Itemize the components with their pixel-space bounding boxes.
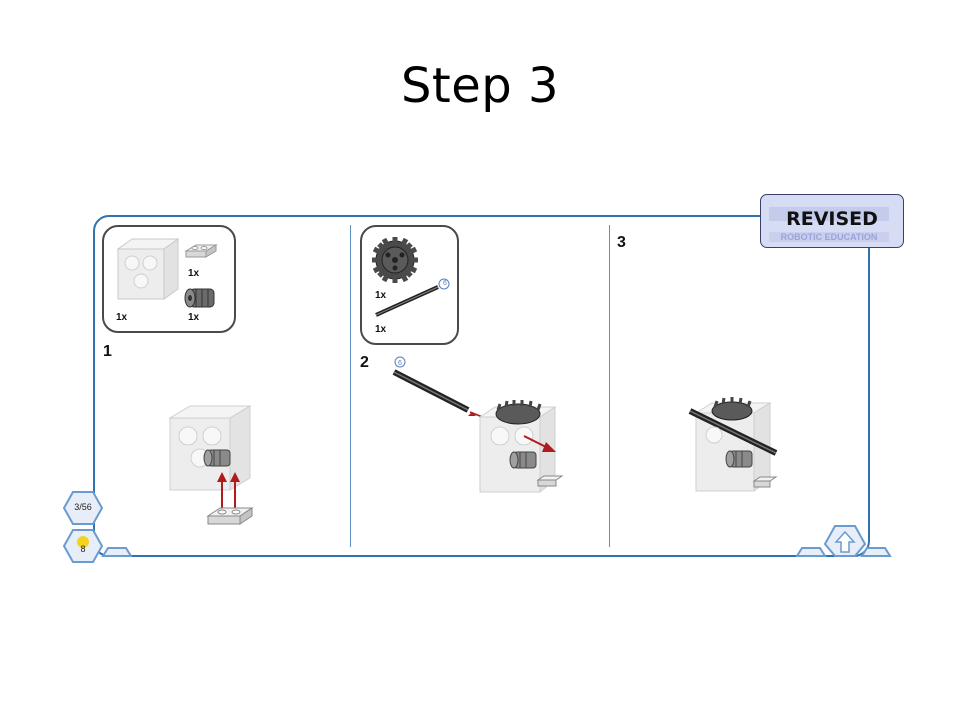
axle-icon	[392, 369, 470, 413]
panel-divider-1	[350, 225, 351, 547]
axle-length-label: 6	[443, 280, 447, 287]
watermark-logo: ROBOTIC EDUCATION	[769, 207, 889, 242]
part-qty-plate: 1x	[188, 268, 200, 279]
tile-plate-icon	[206, 507, 254, 525]
insert-arrow-icon	[217, 472, 240, 510]
parts-list-1: 1x 1x 1x	[102, 225, 236, 333]
bush-icon	[725, 450, 753, 468]
parts-list-2: 1x 6 1x	[360, 225, 459, 345]
assembly-illustration-2: 6	[392, 356, 564, 494]
tile-plate-icon	[184, 244, 218, 258]
gear-brick-icon	[116, 238, 180, 300]
axle-icon	[375, 278, 450, 317]
up-arrow-icon[interactable]	[823, 524, 867, 557]
nav-hex-icon[interactable]	[62, 528, 104, 564]
page-counter: 3/56	[74, 502, 92, 512]
gear-24-icon	[711, 397, 753, 421]
nav-hex-icon[interactable]	[62, 490, 104, 526]
revised-badge: ROBOTIC EDUCATION REVISED	[760, 194, 904, 248]
insert-arrow-icon	[523, 435, 556, 452]
nav-hex-icon[interactable]	[860, 546, 892, 558]
svg-text:6: 6	[398, 360, 402, 367]
nav-hex-icon[interactable]	[101, 546, 133, 558]
part-qty-axle: 1x	[375, 324, 387, 335]
step-number-1: 1	[103, 343, 112, 360]
bush-icon	[509, 451, 537, 469]
revised-label: REVISED	[786, 208, 878, 230]
bush-icon	[184, 288, 215, 308]
assembly-illustration-3	[688, 397, 778, 492]
slide-title: Step 3	[400, 58, 560, 114]
axle-icon	[688, 408, 778, 456]
gear-24-icon	[495, 400, 542, 425]
panel-divider-2	[609, 225, 610, 547]
assembly-illustration-1	[168, 405, 254, 525]
bush-icon	[203, 449, 231, 467]
step-counter: 8	[80, 544, 86, 554]
step-number-2: 2	[360, 354, 369, 371]
svg-text:ROBOTIC EDUCATION: ROBOTIC EDUCATION	[781, 232, 878, 242]
gear-24-icon	[372, 237, 418, 283]
part-qty-gear: 1x	[375, 290, 387, 301]
part-qty-brick: 1x	[116, 312, 128, 323]
nav-hex-icon[interactable]	[795, 546, 827, 558]
step-number-3: 3	[617, 234, 626, 251]
part-qty-bush: 1x	[188, 312, 200, 323]
